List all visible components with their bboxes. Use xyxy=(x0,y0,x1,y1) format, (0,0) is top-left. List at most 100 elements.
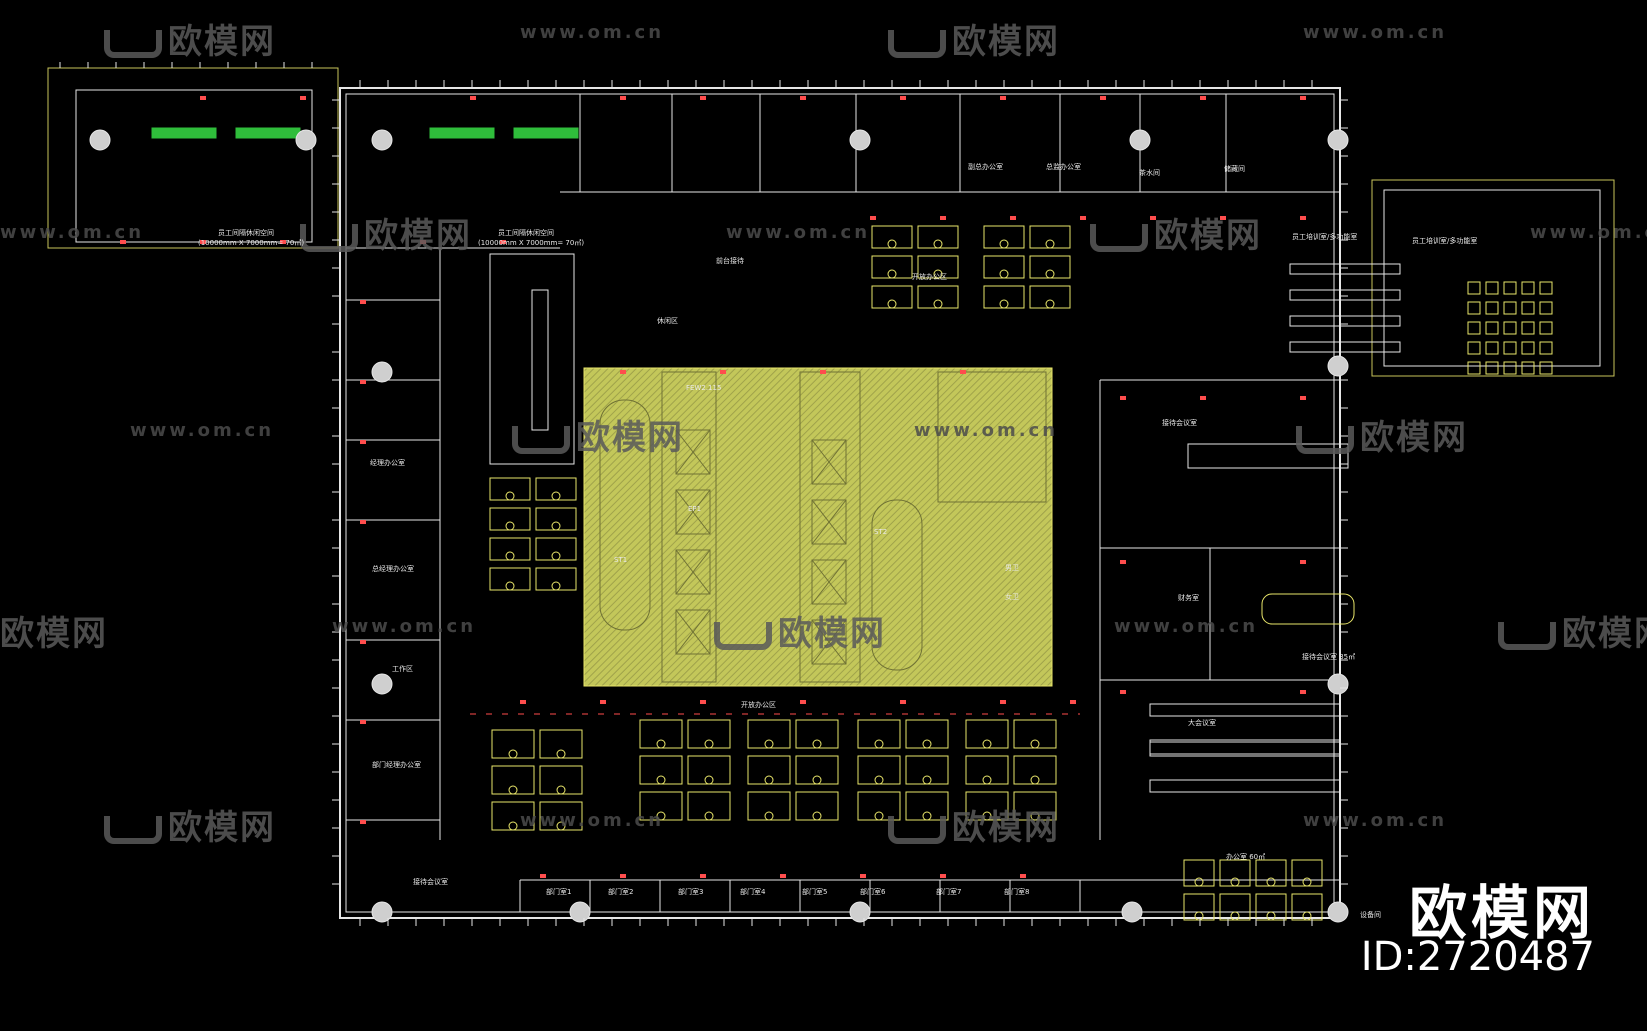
office-chair xyxy=(508,749,518,759)
marker-tag xyxy=(300,96,306,100)
office-chair xyxy=(982,739,992,749)
workstation-desk xyxy=(489,567,531,591)
elevator-car xyxy=(811,619,847,665)
workstation-desk xyxy=(535,507,577,531)
office-chair xyxy=(656,739,666,749)
room-label: 员工间隔休闲空间 xyxy=(498,229,554,237)
meeting-table-round xyxy=(1261,593,1355,625)
marker-tag xyxy=(1020,874,1026,878)
office-chair xyxy=(933,299,943,309)
workstation-desk xyxy=(1291,893,1323,921)
training-seat xyxy=(1467,281,1481,295)
core-shaft xyxy=(799,371,861,683)
brand-logo: 欧模网 xyxy=(1408,879,1595,947)
training-seat xyxy=(1485,281,1499,295)
workstation-desk xyxy=(1291,859,1323,887)
room-label: 办公室 60㎡ xyxy=(1226,853,1266,861)
watermark-url: www.om.cn xyxy=(914,420,1059,441)
marker-tag xyxy=(420,240,426,244)
watermark-logo: 欧模网 xyxy=(1296,410,1468,459)
workstation-desk xyxy=(1013,719,1057,749)
marker-tag xyxy=(1150,216,1156,220)
marker-tag xyxy=(1080,216,1086,220)
sofa-icon xyxy=(888,29,946,58)
core-label: ST2 xyxy=(874,528,888,536)
office-chair xyxy=(812,811,822,821)
marker-tag xyxy=(620,96,626,100)
office-chair xyxy=(704,811,714,821)
reception-table xyxy=(1187,443,1349,469)
marker-tag xyxy=(1010,216,1016,220)
office-chair xyxy=(874,739,884,749)
office-chair xyxy=(999,239,1009,249)
training-seat xyxy=(1539,301,1553,315)
watermark-url: www.om.cn xyxy=(726,222,871,243)
office-chair xyxy=(704,775,714,785)
workstation-desk xyxy=(795,791,839,821)
room-label: 员工培训室/多功能室 xyxy=(1292,233,1358,241)
office-chair xyxy=(505,521,515,531)
room-label: 开放办公区 xyxy=(912,273,947,281)
plant-row xyxy=(513,127,579,139)
meeting-table xyxy=(1149,741,1341,755)
workstation-desk xyxy=(687,755,731,785)
marker-tag xyxy=(800,700,806,704)
stair-core xyxy=(871,499,923,671)
office-chair xyxy=(887,299,897,309)
marker-tag xyxy=(360,300,366,304)
workstation-desk xyxy=(965,755,1009,785)
office-chair xyxy=(1230,911,1240,921)
office-chair xyxy=(764,775,774,785)
workstation-desk xyxy=(489,477,531,501)
stair-core xyxy=(599,399,651,631)
training-seat xyxy=(1503,361,1517,375)
marker-tag xyxy=(860,874,866,878)
workstation-desk xyxy=(1183,859,1215,887)
office-chair xyxy=(922,739,932,749)
room-label: 总经理办公室 xyxy=(372,565,414,573)
room-label: 副总办公室 xyxy=(968,163,1003,171)
training-seat xyxy=(1485,301,1499,315)
room-label: 部门室2 xyxy=(608,888,634,896)
marker-tag xyxy=(1200,96,1206,100)
sofa-icon xyxy=(714,621,772,650)
room-size-label: (10000mm X 7000mm= 70㎡) xyxy=(478,239,585,247)
right-wing-room xyxy=(1383,189,1601,367)
workstation-desk xyxy=(747,719,791,749)
room-label: 部门室7 xyxy=(936,888,962,896)
workstation-desk xyxy=(1255,859,1287,887)
room-label: 接待会议室 35㎡ xyxy=(1302,653,1356,661)
room-label: 开放办公区 xyxy=(741,701,776,709)
marker-tag xyxy=(1120,396,1126,400)
office-chair xyxy=(999,299,1009,309)
office-chair xyxy=(1194,877,1204,887)
marker-tag xyxy=(1300,560,1306,564)
marker-tag xyxy=(1220,216,1226,220)
room-size-label: (10000mm X 7000mm= 70㎡) xyxy=(198,239,305,247)
core-shaft xyxy=(661,371,717,683)
room-label: 总监办公室 xyxy=(1046,163,1081,171)
room-label: 设备间 xyxy=(1360,911,1381,919)
workstation-desk xyxy=(489,537,531,561)
workstation-desk xyxy=(965,719,1009,749)
workstation-desk xyxy=(795,719,839,749)
marker-tag xyxy=(800,96,806,100)
marker-tag xyxy=(700,96,706,100)
training-seat xyxy=(1503,301,1517,315)
workstation-desk xyxy=(871,285,913,309)
marker-tag xyxy=(600,700,606,704)
watermark-logo: 欧模网 xyxy=(714,606,886,655)
room-label: 财务室 xyxy=(1178,594,1199,602)
marker-tag xyxy=(1200,396,1206,400)
office-chair xyxy=(1030,775,1040,785)
room-label: 员工间隔休闲空间 xyxy=(218,229,274,237)
room-label: 工作区 xyxy=(392,665,413,673)
watermark-logo: 欧模网 xyxy=(300,208,472,257)
training-seat xyxy=(1467,301,1481,315)
marker-tag xyxy=(200,240,206,244)
sofa-icon xyxy=(512,425,570,454)
office-chair xyxy=(874,811,884,821)
marker-tag xyxy=(1120,690,1126,694)
training-seat xyxy=(1485,341,1499,355)
office-chair xyxy=(922,811,932,821)
